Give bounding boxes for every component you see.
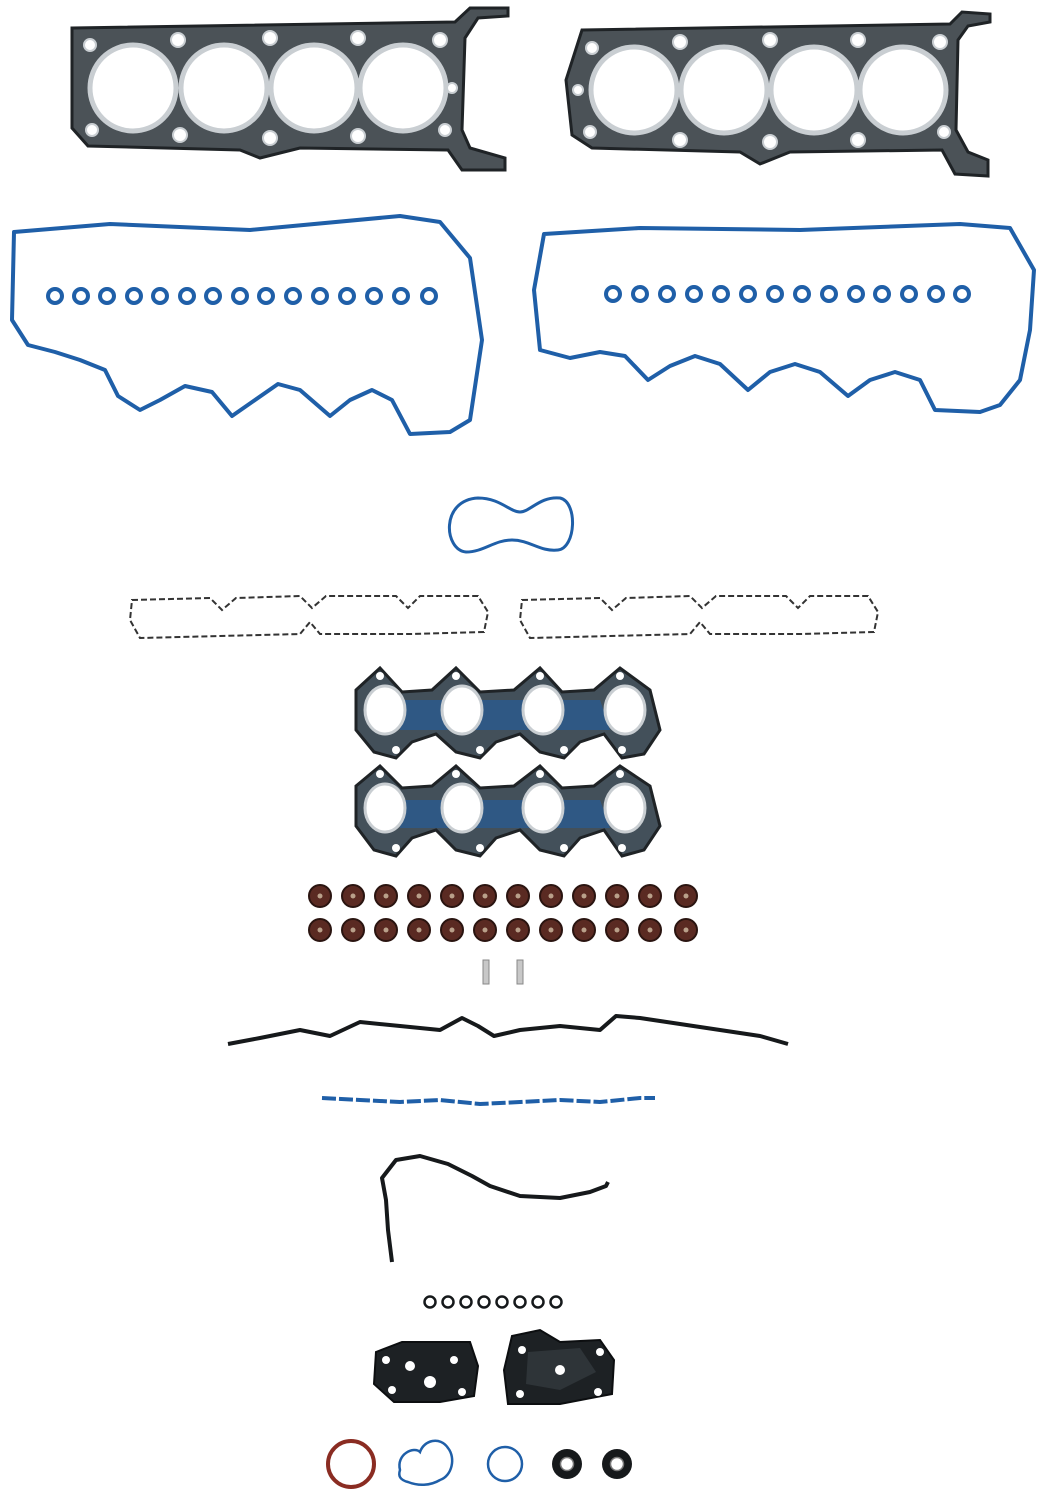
throttle-body-gasket bbox=[447, 496, 574, 554]
front-cover-gasket bbox=[380, 1154, 610, 1263]
sealant-strips bbox=[482, 959, 524, 985]
valve-stem-seals bbox=[308, 884, 698, 942]
timing-cover-gasket bbox=[227, 1014, 789, 1046]
intake-gasket-right bbox=[518, 594, 880, 640]
small-o-rings bbox=[423, 1295, 563, 1309]
valve-cover-gasket-left bbox=[10, 214, 484, 436]
adapter-gasket-left bbox=[372, 1341, 480, 1403]
exhaust-gasket-upper bbox=[354, 665, 662, 760]
head-gasket-right bbox=[564, 10, 992, 178]
water-outlet-gasket bbox=[398, 1439, 454, 1486]
spark-plug-seals-right bbox=[604, 285, 971, 303]
spark-plug-seals-left bbox=[46, 287, 438, 305]
exhaust-gasket-lower bbox=[354, 763, 662, 858]
oil-pan-strip-gasket bbox=[321, 1096, 655, 1107]
adapter-gasket-right bbox=[502, 1328, 616, 1405]
intake-gasket-left bbox=[128, 594, 490, 640]
head-gasket-left bbox=[70, 6, 510, 172]
valve-cover-gasket-right bbox=[532, 222, 1036, 414]
camshaft-seal-right bbox=[602, 1449, 632, 1479]
thermostat-o-ring bbox=[486, 1445, 524, 1483]
copper-ring-seal bbox=[326, 1439, 376, 1489]
camshaft-seal-left bbox=[552, 1449, 582, 1479]
